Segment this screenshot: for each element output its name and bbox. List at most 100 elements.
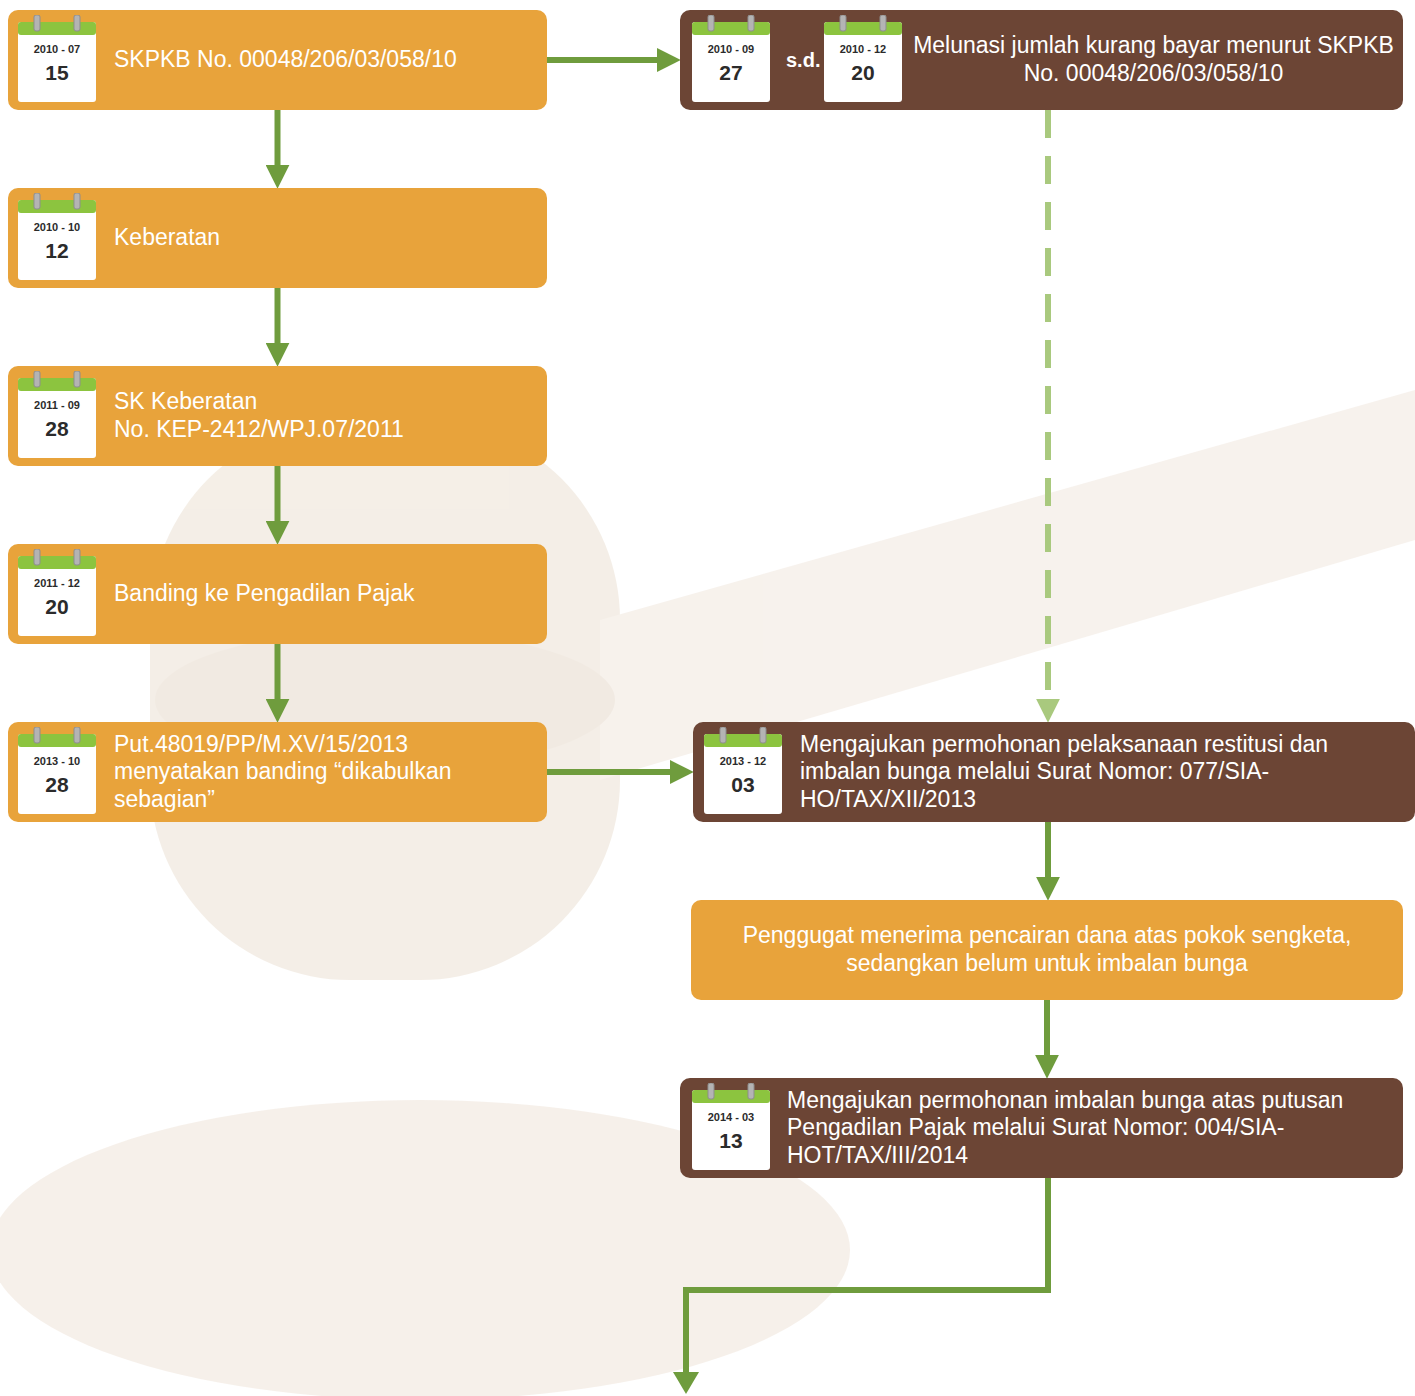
- calendar-ring: [34, 371, 40, 387]
- date-calendar: 2010 - 0715: [17, 15, 97, 103]
- flow-arrow: [547, 57, 670, 63]
- event-box: s.d. Melunasi jumlah kurang bayar menurut…: [680, 10, 1403, 110]
- calendar-ring: [34, 727, 40, 743]
- date-calendar: 2010 - 09 27: [691, 15, 771, 103]
- date-calendar: 2011 - 12 20: [17, 549, 97, 637]
- calendar-icon: [17, 727, 97, 815]
- range-word: s.d.: [786, 48, 820, 72]
- calendar-month: 2013 - 10: [34, 754, 80, 768]
- calendar-band: [18, 200, 96, 213]
- gavel-base: [0, 1100, 850, 1396]
- event-text: Put.48019/PP/M.XV/15/2013 menyatakan ban…: [114, 731, 535, 814]
- calendar-icon: [691, 1083, 771, 1171]
- event-text: No. KEP-2412/WPJ.07/2011: [114, 416, 535, 444]
- event-box: Keberatan 2010 - 10 12: [8, 188, 547, 288]
- flow-arrow: [1044, 1000, 1050, 1068]
- calendar-ring: [720, 727, 726, 743]
- event-box: Banding ke Pengadilan Pajak 2011 - 12 20: [8, 544, 547, 644]
- event-box: Mengajukan permohonan pelaksanaan restit…: [693, 722, 1415, 822]
- calendar-day: 03: [731, 772, 754, 798]
- calendar-band: [18, 378, 96, 391]
- calendar-ring: [708, 15, 714, 31]
- calendar-ring: [760, 727, 766, 743]
- calendar-day: 28: [45, 416, 68, 442]
- event-text: Keberatan: [114, 224, 535, 252]
- calendar-ring: [74, 15, 80, 31]
- calendar-icon: [17, 15, 97, 103]
- flow-arrow: [547, 769, 683, 775]
- calendar-ring: [34, 15, 40, 31]
- calendar-icon: [17, 549, 97, 637]
- date-calendar: 2010 - 12 20: [823, 15, 903, 103]
- calendar-ring: [708, 1083, 714, 1099]
- event-box: Penggugat menerima pencairan dana atas p…: [691, 900, 1403, 1000]
- event-text: SKPKB No. 00048/206/03/058/10: [114, 46, 535, 74]
- gavel-head: [150, 420, 620, 980]
- date-calendar: 2013 - 12 03: [703, 727, 783, 815]
- calendar-ring: [34, 549, 40, 565]
- date-calendar: 2014 - 03 13: [691, 1083, 771, 1171]
- calendar-month: 2010 - 10: [34, 220, 80, 234]
- date-calendar: 2010 - 10 12: [17, 193, 97, 281]
- calendar-ring: [880, 15, 886, 31]
- calendar-ring: [840, 15, 846, 31]
- event-box: Put.48019/PP/M.XV/15/2013 menyatakan ban…: [8, 722, 547, 822]
- flow-arrow: [275, 466, 281, 534]
- calendar-ring: [748, 15, 754, 31]
- event-text: Penggugat menerima pencairan dana atas p…: [711, 922, 1383, 977]
- calendar-icon: [17, 371, 97, 459]
- calendar-band: [692, 22, 770, 35]
- date-calendar: 2013 - 10 28: [17, 727, 97, 815]
- flow-arrow: [275, 644, 281, 712]
- calendar-page: [18, 200, 96, 280]
- gavel-watermark: [0, 390, 1415, 1396]
- calendar-icon: [17, 193, 97, 281]
- calendar-day: 12: [45, 238, 68, 264]
- event-box: SKPKB No. 00048/206/03/058/10 2010 - 0715: [8, 10, 547, 110]
- calendar-ring: [74, 371, 80, 387]
- calendar-page: [704, 734, 782, 814]
- calendar-band: [824, 22, 902, 35]
- flow-arrow: [1045, 822, 1051, 890]
- calendar-band: [704, 734, 782, 747]
- calendar-day: 20: [851, 60, 874, 86]
- calendar-page: [824, 22, 902, 102]
- calendar-day: 28: [45, 772, 68, 798]
- calendar-month: 2010 - 09: [708, 42, 754, 56]
- event-text: Banding ke Pengadilan Pajak: [114, 580, 535, 608]
- calendar-month: 2011 - 12: [34, 576, 80, 590]
- calendar-ring: [34, 193, 40, 209]
- outgoing-arrow-head: [673, 1372, 699, 1394]
- calendar-ring: [74, 193, 80, 209]
- calendar-month: 2011 - 09: [34, 398, 80, 412]
- calendar-page: [18, 556, 96, 636]
- calendar-day: 15: [45, 60, 68, 86]
- calendar-page: [18, 378, 96, 458]
- event-box: Mengajukan permohonan imbalan bunga atas…: [680, 1078, 1403, 1178]
- event-text: SK Keberatan: [114, 388, 535, 416]
- calendar-page: [18, 734, 96, 814]
- calendar-month: 2014 - 03: [708, 1110, 754, 1124]
- flow-arrow: [275, 110, 281, 178]
- calendar-ring: [748, 1083, 754, 1099]
- outgoing-arrow-line: [686, 1178, 1048, 1376]
- flow-arrow: [275, 288, 281, 356]
- event-box: SK KeberatanNo. KEP-2412/WPJ.07/2011 2011…: [8, 366, 547, 466]
- calendar-icon: [823, 15, 903, 103]
- calendar-day: 13: [719, 1128, 742, 1154]
- dashed-flow-arrow: [1045, 110, 1051, 712]
- calendar-month: 2010 - 12: [840, 42, 886, 56]
- calendar-day: 27: [719, 60, 742, 86]
- event-text: Mengajukan permohonan imbalan bunga atas…: [787, 1087, 1389, 1170]
- event-text: Melunasi jumlah kurang bayar menurut SKP…: [912, 32, 1395, 87]
- calendar-ring: [74, 727, 80, 743]
- calendar-band: [692, 1090, 770, 1103]
- calendar-page: [692, 1090, 770, 1170]
- calendar-page: [692, 22, 770, 102]
- calendar-month: 2013 - 12: [720, 754, 766, 768]
- calendar-ring: [74, 549, 80, 565]
- calendar-icon: [703, 727, 783, 815]
- calendar-band: [18, 22, 96, 35]
- calendar-day: 20: [45, 594, 68, 620]
